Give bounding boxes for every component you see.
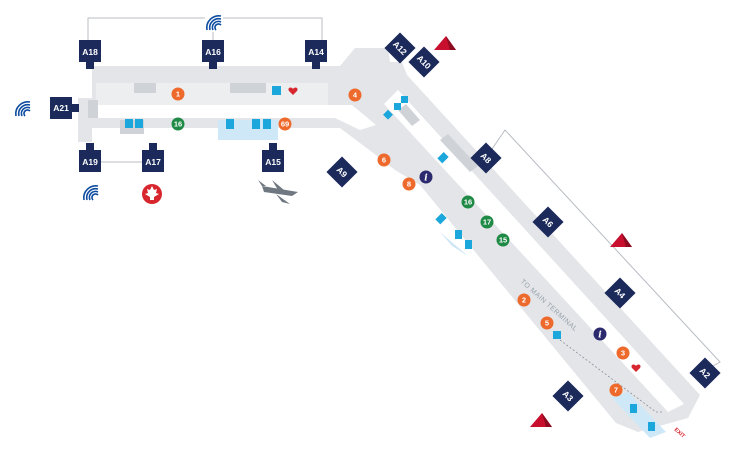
marker-orange-7[interactable]: 7 <box>609 383 623 397</box>
gate-a3[interactable]: A3 <box>552 380 584 412</box>
air-canada-logo-icon <box>142 184 162 204</box>
svg-text:A21: A21 <box>53 103 69 113</box>
marker-green-16-west[interactable]: 16 <box>171 117 185 131</box>
shop-block <box>134 83 156 93</box>
svg-text:i: i <box>598 331 602 341</box>
gate-a21[interactable]: A21 <box>50 97 79 119</box>
pet-relief-icon <box>272 86 281 95</box>
exit-label: EXIT <box>673 427 687 440</box>
shop-block <box>398 104 420 126</box>
aed-heart-icon <box>631 364 641 372</box>
svg-text:16: 16 <box>464 198 472 207</box>
info-icon[interactable]: i <box>593 327 607 341</box>
united-logo-icon <box>83 185 99 201</box>
delta-logo-icon <box>434 36 456 50</box>
marker-green-16-east[interactable]: 16 <box>461 195 475 209</box>
marker-orange-8[interactable]: 8 <box>402 177 416 191</box>
svg-text:A17: A17 <box>145 157 161 167</box>
restroom-icon <box>455 230 472 249</box>
walkway-diagonal <box>384 90 684 412</box>
gate-a10[interactable]: A10 <box>408 46 440 78</box>
marker-orange-5[interactable]: 5 <box>540 316 554 330</box>
gate-a17[interactable]: A17 <box>142 143 164 172</box>
marker-orange-69[interactable]: 69 <box>278 117 292 131</box>
marker-green-17[interactable]: 17 <box>480 215 494 229</box>
svg-text:2: 2 <box>522 296 526 305</box>
gate-a15[interactable]: A15 <box>262 143 284 172</box>
restroom-icon <box>630 404 655 431</box>
gate-a18[interactable]: A18 <box>79 40 101 69</box>
svg-text:A15: A15 <box>265 157 281 167</box>
concourse-floor <box>78 48 700 432</box>
svg-text:69: 69 <box>281 120 289 129</box>
marker-green-15[interactable]: 15 <box>496 233 510 247</box>
restroom-icon <box>435 213 447 225</box>
svg-text:4: 4 <box>353 91 358 100</box>
info-icon[interactable]: i <box>419 170 433 184</box>
gate-a8[interactable]: A8 <box>470 142 502 174</box>
svg-text:5: 5 <box>545 319 549 328</box>
gate-a14[interactable]: A14 <box>305 40 327 69</box>
marker-orange-2[interactable]: 2 <box>517 293 531 307</box>
svg-text:7: 7 <box>614 386 618 395</box>
gate-a9[interactable]: A9 <box>326 156 358 188</box>
phone-icon <box>437 152 449 164</box>
united-logo-icon <box>205 14 223 32</box>
aed-heart-icon <box>288 87 298 95</box>
gate-a16[interactable]: A16 <box>202 40 224 69</box>
svg-text:i: i <box>424 174 428 184</box>
svg-text:15: 15 <box>499 236 507 245</box>
gate-a19[interactable]: A19 <box>79 143 101 172</box>
svg-text:A18: A18 <box>82 47 98 57</box>
shop-block <box>440 134 478 172</box>
shop-block <box>88 100 98 118</box>
marker-orange-3[interactable]: 3 <box>616 346 630 360</box>
svg-text:8: 8 <box>407 180 411 189</box>
gate-a12[interactable]: A12 <box>384 32 416 64</box>
svg-text:6: 6 <box>382 156 386 165</box>
svg-text:1: 1 <box>176 90 180 99</box>
delta-logo-icon <box>610 233 632 247</box>
svg-text:17: 17 <box>483 218 491 227</box>
delta-logo-icon <box>530 413 552 427</box>
marker-orange-1[interactable]: 1 <box>171 87 185 101</box>
marker-orange-6[interactable]: 6 <box>377 153 391 167</box>
svg-text:A14: A14 <box>308 47 324 57</box>
svg-text:A19: A19 <box>82 157 98 167</box>
svg-text:A16: A16 <box>205 47 221 57</box>
svg-text:16: 16 <box>174 120 182 129</box>
amenity-icon <box>553 331 561 339</box>
route-to-exit <box>559 339 664 413</box>
walkway-horizontal <box>96 105 376 130</box>
restroom-icon <box>226 119 234 129</box>
svg-text:3: 3 <box>621 349 625 358</box>
restroom-icon <box>252 119 271 129</box>
gate-a2[interactable]: A2 <box>689 357 721 389</box>
united-logo-icon <box>15 101 31 117</box>
charter-jet-icon <box>258 180 298 204</box>
shop-block <box>230 83 266 93</box>
restroom-icon <box>125 119 143 128</box>
marker-orange-4[interactable]: 4 <box>348 88 362 102</box>
